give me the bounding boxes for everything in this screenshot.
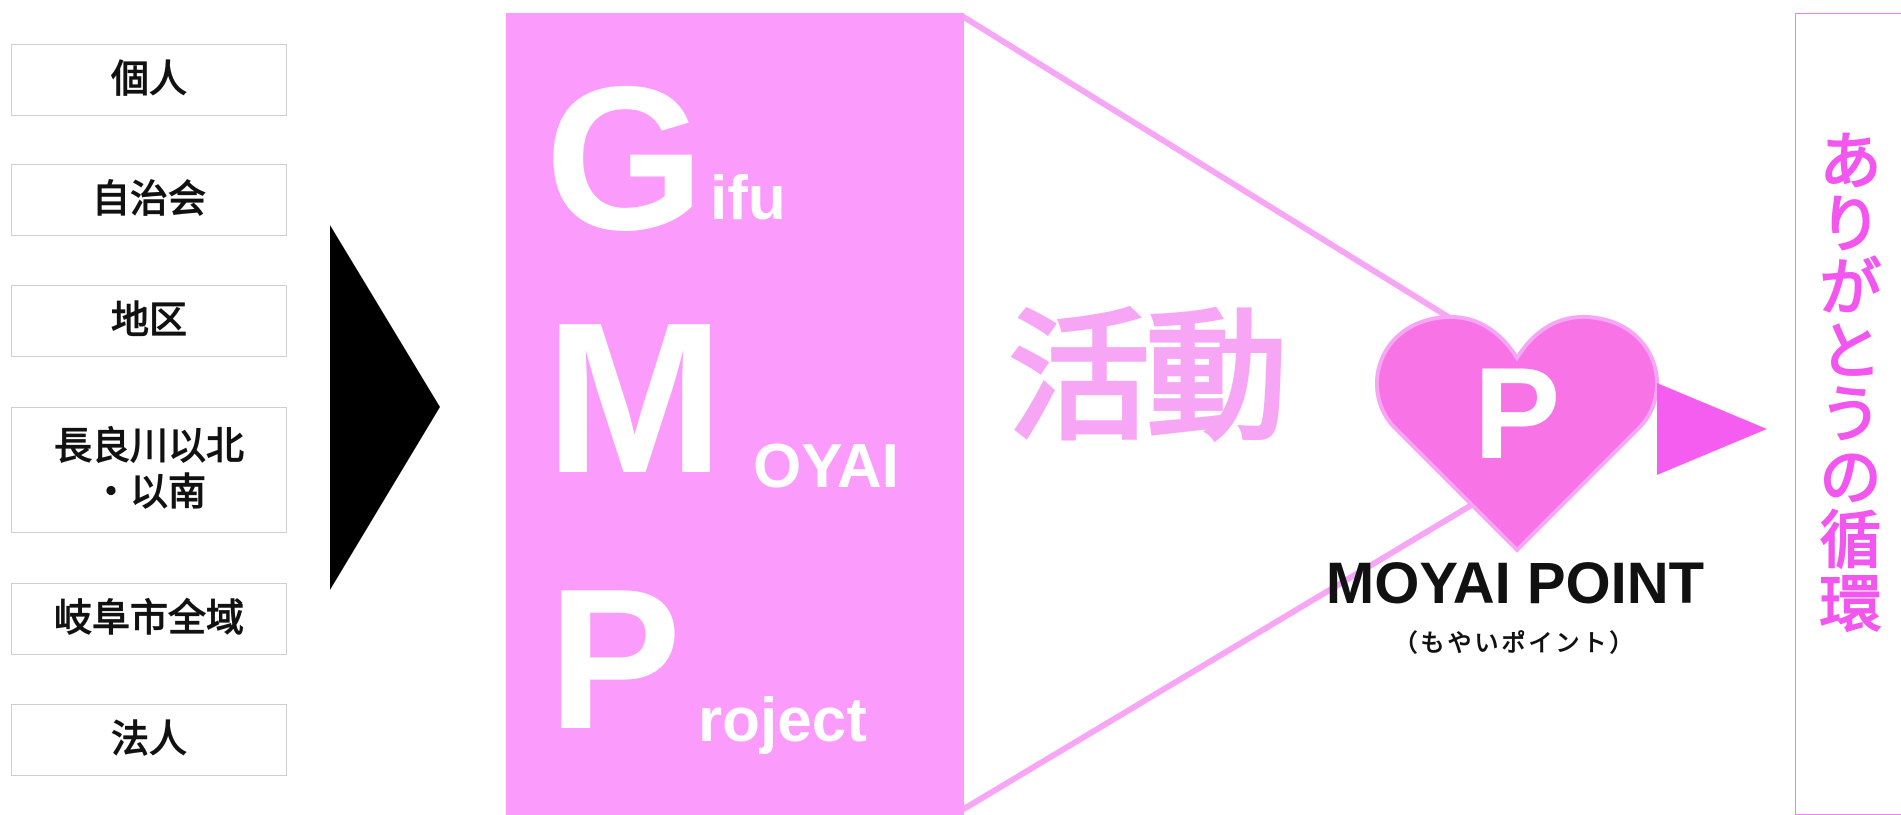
category-box-nagara-river-area: 長良川以北 ・以南 <box>11 407 287 533</box>
moyai-point-label: MOYAI POINT <box>1325 551 1705 616</box>
thanks-char: 環 <box>1819 567 1882 641</box>
flow-arrow-black <box>330 225 440 590</box>
category-box-neighborhood-association: 自治会 <box>11 164 287 236</box>
category-label: 長良川以北 <box>53 424 244 469</box>
category-label: 自治会 <box>91 177 206 222</box>
gmp-panel <box>506 13 964 815</box>
category-label-line2: ・以南 <box>91 470 206 514</box>
thanks-char: う <box>1819 377 1882 451</box>
heart-icon: P <box>1375 314 1660 553</box>
thanks-cycle-text: あ り が と う の 循 環 <box>1800 130 1901 636</box>
gifu-rest: ifu <box>710 164 786 233</box>
category-label: 法人 <box>110 717 187 762</box>
flow-arrow-pink <box>1657 383 1767 475</box>
category-label: 個人 <box>110 57 187 102</box>
category-box-corporation: 法人 <box>11 704 287 776</box>
heart-letter: P <box>1474 340 1561 486</box>
gifu-initial: G <box>545 44 705 273</box>
project-initial: P <box>548 548 682 771</box>
category-label: 地区 <box>110 298 187 343</box>
thanks-char: が <box>1819 251 1882 325</box>
project-rest: roject <box>698 686 867 755</box>
thanks-char: 循 <box>1819 504 1882 578</box>
moyai-rest: OYAI <box>753 432 899 501</box>
category-box-individual: 個人 <box>11 44 287 116</box>
thanks-char: あ <box>1819 125 1882 198</box>
category-label: 岐阜市全域 <box>53 596 244 641</box>
moyai-point-reading: （もやいポイント） <box>1393 629 1637 657</box>
moyai-initial: M <box>545 277 725 518</box>
category-box-gifu-city-wide: 岐阜市全域 <box>11 583 287 655</box>
thanks-char: り <box>1819 188 1882 262</box>
thanks-char: の <box>1819 441 1882 515</box>
activity-label: 活動 <box>1008 296 1288 461</box>
thanks-char: と <box>1819 314 1882 388</box>
category-box-district: 地区 <box>11 285 287 357</box>
